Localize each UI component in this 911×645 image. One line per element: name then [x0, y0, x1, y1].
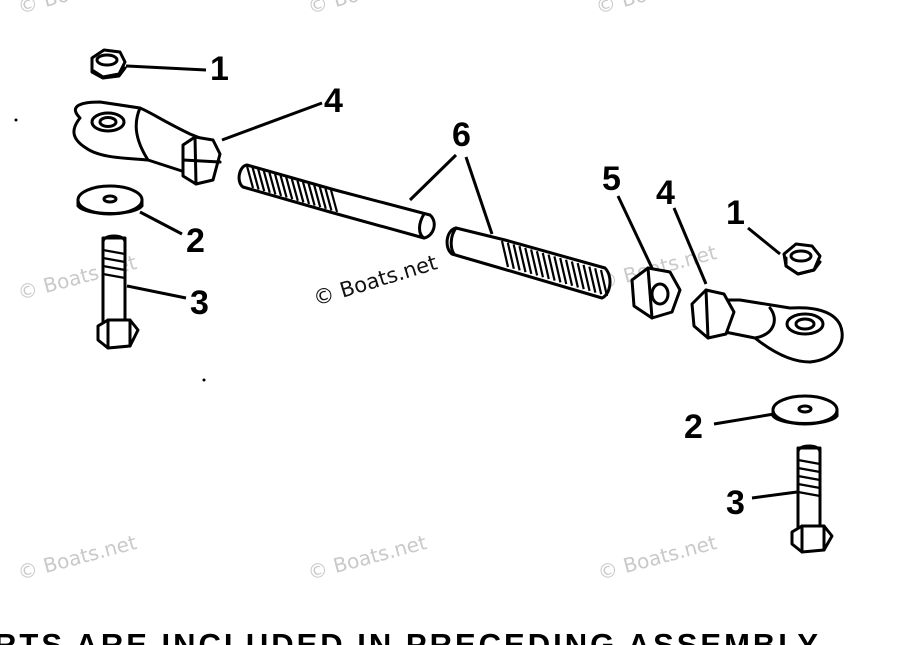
thread-line	[535, 250, 545, 278]
thread-line	[500, 240, 510, 268]
rod-end-left	[72, 100, 222, 186]
callout-labels: 1 4 2 3 6 5 4 1 2 3	[186, 50, 745, 522]
callout-rod-end-left: 4	[324, 82, 343, 120]
thread-line	[559, 257, 568, 285]
thread-line	[257, 168, 266, 192]
thread-line	[245, 165, 255, 189]
thread-line	[296, 180, 305, 203]
watermark-bot-1: © Boats.net	[15, 530, 139, 585]
bolt-left	[96, 234, 140, 350]
callout-rod: 6	[452, 116, 471, 154]
footer-note: RTS ARE INCLUDED IN PRECEDING ASSEMBLY	[0, 627, 821, 645]
watermark-center: © Boats.net	[310, 250, 440, 310]
thread-line	[576, 262, 585, 290]
scan-dot-2	[202, 378, 206, 382]
thread-line	[553, 256, 562, 283]
thread-line	[285, 176, 294, 200]
watermark-bot-3: © Boats.net	[595, 530, 719, 585]
thread-line	[307, 183, 316, 206]
callout-nut-left: 1	[210, 50, 229, 88]
thread-line	[313, 184, 322, 208]
callout-bolt-left: 3	[190, 284, 209, 322]
callout-rod-end-right: 4	[656, 174, 675, 212]
thread-line	[588, 266, 597, 293]
thread-line	[599, 269, 609, 297]
thread-line	[547, 254, 556, 281]
watermark-top-3: © Boats.net	[593, 0, 717, 19]
thread-line	[268, 172, 277, 195]
thread-line	[318, 186, 327, 210]
washer-left	[76, 184, 144, 216]
callout-nut-right: 1	[726, 194, 745, 232]
washer-right	[771, 394, 839, 426]
jam-nut	[630, 266, 682, 320]
thread-line	[512, 244, 521, 271]
threaded-rod-left-half	[237, 163, 436, 240]
thread-line	[518, 245, 527, 273]
watermark-bot-2: © Boats.net	[305, 530, 429, 585]
thread-line	[594, 268, 603, 295]
watermark-top-1: © Boats.net	[15, 0, 139, 19]
thread-line	[324, 188, 333, 211]
thread-line	[530, 249, 539, 276]
bolt-right	[790, 444, 834, 554]
thread-line	[541, 252, 550, 280]
leader-lines	[125, 64, 798, 500]
thread-line	[273, 173, 283, 197]
thread-line	[262, 170, 271, 194]
thread-line	[251, 167, 260, 190]
thread-line	[290, 178, 299, 202]
callout-jam-nut: 5	[602, 160, 621, 198]
thread-line	[570, 261, 579, 288]
thread-line	[564, 259, 574, 287]
callout-bolt-right: 3	[726, 484, 745, 522]
thread-line	[524, 247, 533, 275]
thread-line	[506, 242, 515, 269]
thread-line	[279, 175, 288, 198]
thread-line	[329, 189, 339, 213]
thread-line	[582, 264, 591, 292]
scan-dot-1	[14, 118, 18, 122]
callout-washer-right: 2	[684, 408, 703, 446]
thread-line	[301, 181, 311, 205]
callout-washer-left: 2	[186, 222, 205, 260]
hex-nut-right	[782, 242, 822, 276]
watermark-top-2: © Boats.net	[305, 0, 429, 19]
rod-end-right	[690, 288, 844, 364]
threaded-rod-right-half	[445, 226, 612, 300]
hex-nut-left	[90, 48, 127, 80]
